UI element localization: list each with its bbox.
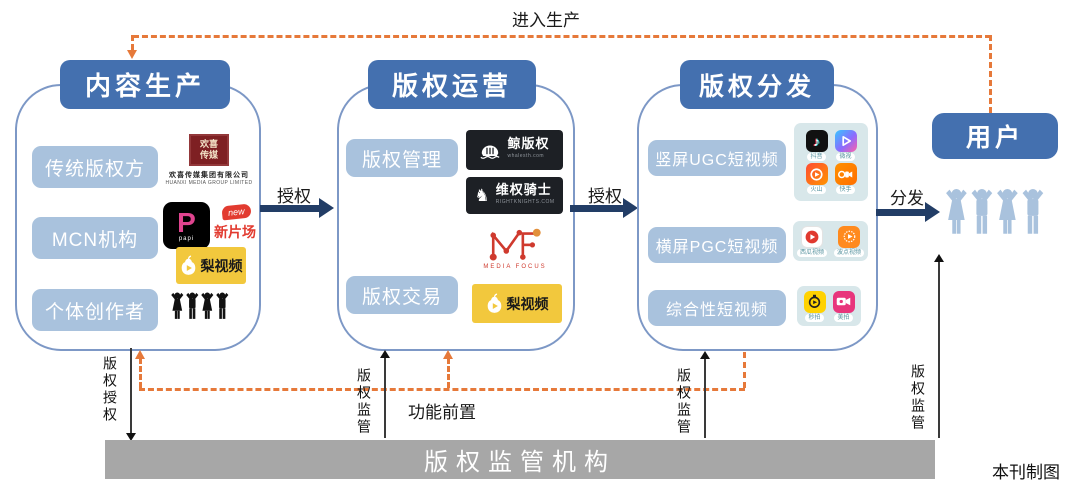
content-production-header: 内容生产 [60, 60, 230, 109]
xigua-icon [800, 225, 823, 248]
top-dashed-drop-left [131, 35, 134, 50]
black-arrow-up-icon [934, 254, 944, 262]
pear-icon [181, 255, 195, 275]
orange-arrow-up-icon [443, 350, 453, 359]
item-traditional-rightsholder: 传统版权方 [32, 146, 158, 188]
miaopai-icon [803, 290, 826, 313]
authorize-label-2: 授权 [588, 187, 622, 206]
whale-copyright-sub: whalesth.com [507, 153, 545, 159]
huanxi-cn-line: 欢喜传媒集团有限公司 [169, 172, 249, 179]
huanxi-en-line: HUANXI MEDIA GROUP LIMITED [165, 180, 253, 186]
supervise-line-3 [938, 260, 940, 438]
copyright-authorize-label: 版权授权 [102, 356, 118, 424]
app-cell: 快手 [834, 163, 857, 194]
app-label: 微视 [836, 153, 855, 161]
creators-crowd-icon [171, 292, 229, 319]
rights-knight-sub: RIGHTKNIGHTS.COM [495, 198, 555, 205]
papi-initial: P [177, 206, 196, 238]
app-label: 波点视频 [834, 248, 865, 257]
media-focus-name: MEDIA FOCUS [483, 264, 547, 270]
app-label: 美拍 [834, 313, 853, 322]
enter-production-label: 进入生产 [512, 11, 580, 30]
black-arrow-up-icon [380, 350, 390, 358]
huoshan-icon [805, 163, 828, 185]
pear-icon [487, 293, 501, 313]
app-cell: 火山 [805, 163, 828, 194]
supervise-line-2 [704, 357, 706, 438]
copyright-supervise-label-2: 版权监管 [676, 368, 692, 436]
copyright-supervise-label-3: 版权监管 [910, 364, 926, 432]
whale-icon [480, 144, 501, 159]
function-front-label: 功能前置 [408, 403, 476, 422]
ugc-apps-panel: ♪ 抖音 微视 火山 快手 [794, 123, 868, 201]
pgc-apps-panel: 西瓜视频 波点视频 [793, 221, 868, 261]
copyright-supervise-label-1: 版权监管 [356, 368, 372, 436]
weishi-icon [834, 130, 857, 152]
pear-video-logo-2: 梨视频 [472, 284, 562, 323]
comprehensive-apps-panel: 秒拍 美拍 [797, 286, 861, 326]
supervise-line-1 [384, 356, 386, 438]
pear-name: 梨视频 [200, 257, 243, 274]
copyright-operation-header: 版权运营 [368, 60, 536, 109]
pear-video-logo: 梨视频 [176, 247, 246, 284]
credit-label: 本刊制图 [992, 463, 1060, 482]
papi-text: papi [178, 235, 195, 242]
whale-copyright-logo: 鲸版权 whalesth.com [466, 130, 563, 170]
kuaishou-icon [834, 163, 857, 185]
app-cell: 西瓜视频 [796, 225, 827, 257]
copyright-distribution-header: 版权分发 [680, 60, 834, 109]
orange-branch-3 [743, 352, 746, 388]
rights-knight-name: 维权骑士 [495, 181, 552, 197]
item-copyright-management: 版权管理 [346, 139, 458, 177]
item-mcn: MCN机构 [32, 217, 158, 259]
app-cell: 美拍 [832, 290, 855, 322]
xinpianchang-name: 新片场 [214, 224, 256, 240]
top-dashed-line [133, 35, 991, 38]
bodian-icon [838, 225, 860, 248]
pear-name: 梨视频 [506, 295, 549, 312]
app-label: 抖音 [807, 153, 826, 161]
media-focus-icon [489, 228, 541, 261]
item-individual-creator: 个体创作者 [32, 289, 158, 331]
app-label: 火山 [807, 186, 826, 194]
orange-arrow-down-icon [127, 50, 137, 59]
authorize-arrow-1 [260, 198, 334, 218]
rights-knight-logo: ♞ 维权骑士 RIGHTKNIGHTS.COM [466, 177, 563, 214]
huanxi-logo-text: 欢喜传媒 [199, 139, 218, 160]
black-arrow-up-icon [700, 351, 710, 359]
whale-copyright-name: 鲸版权 [507, 136, 550, 151]
papi-logo: P papi [163, 202, 210, 249]
media-focus-logo: MEDIA FOCUS [476, 226, 554, 270]
orange-branch-1 [139, 358, 142, 388]
orange-branch-2 [447, 358, 450, 388]
item-copyright-trade: 版权交易 [346, 276, 458, 314]
app-cell: ♪ 抖音 [805, 130, 828, 161]
item-comprehensive: 综合性短视频 [648, 290, 786, 326]
user-box: 用户 [932, 113, 1058, 159]
app-cell: 秒拍 [803, 290, 826, 322]
knight-icon: ♞ [474, 186, 490, 205]
app-label: 西瓜视频 [796, 248, 827, 257]
app-label: 秒拍 [805, 313, 824, 322]
authorize-label-1: 授权 [277, 187, 311, 206]
black-arrow-down-icon [126, 433, 136, 441]
orange-arrow-up-icon [135, 350, 145, 359]
item-vertical-ugc: 竖屏UGC短视频 [648, 140, 786, 176]
distribute-label: 分发 [890, 189, 924, 208]
distribute-arrow [876, 202, 940, 222]
meipai-icon [832, 290, 855, 313]
copyright-authorize-line [130, 348, 132, 436]
item-horizontal-pgc: 横屏PGC短视频 [648, 227, 786, 263]
douyin-icon: ♪ [805, 130, 828, 152]
top-dashed-drop-right [989, 35, 992, 113]
function-front-dashed-line [139, 388, 745, 391]
xinpianchang-badge: new [221, 202, 252, 221]
authorize-arrow-2 [570, 198, 638, 218]
huanxi-media-logo: 欢喜传媒 [189, 134, 229, 166]
app-cell: 微视 [834, 130, 857, 161]
users-crowd-icon [946, 188, 1044, 234]
app-cell: 波点视频 [834, 225, 865, 257]
regulator-bar: 版权监管机构 [105, 440, 935, 479]
app-label: 快手 [836, 186, 855, 194]
